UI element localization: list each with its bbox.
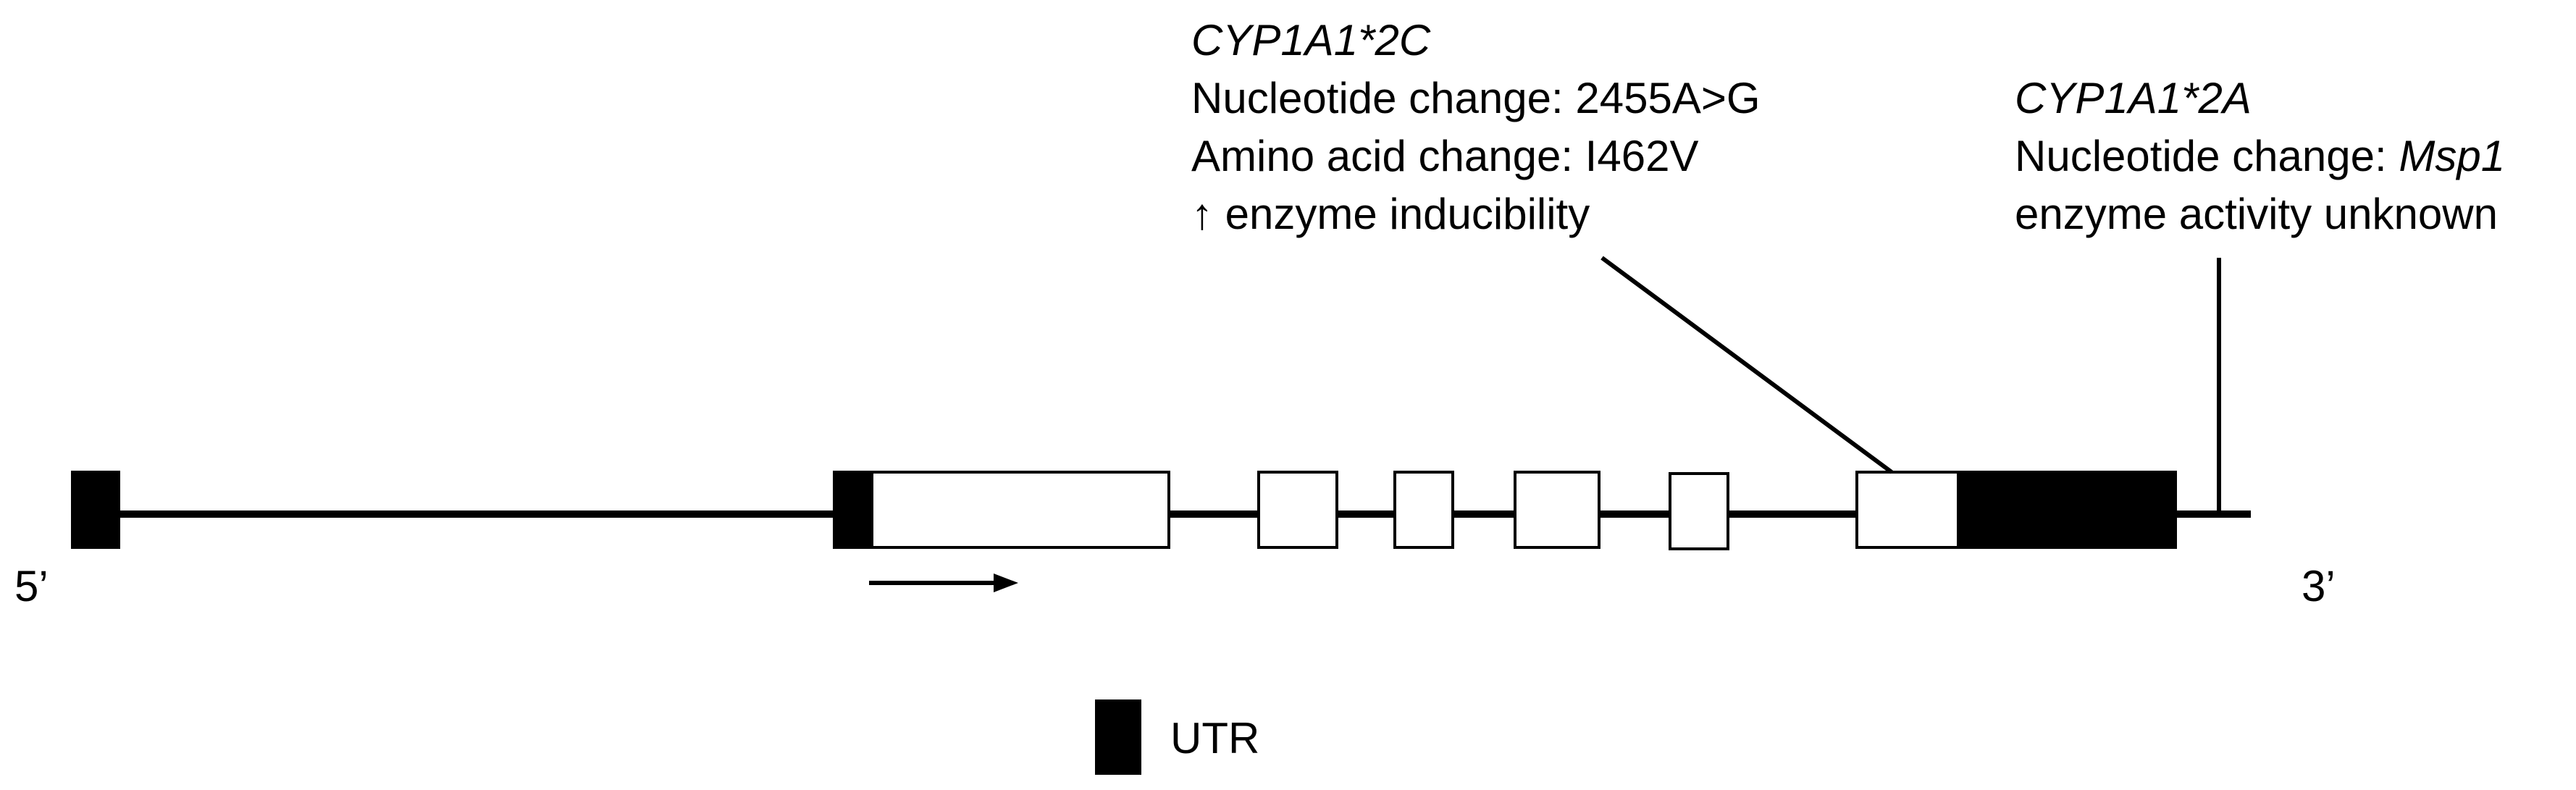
amino-acid-change-label: Amino acid change: — [1191, 132, 1585, 180]
exon-7-utr — [1957, 471, 2177, 549]
nucleotide-change-label: Nucleotide change: — [2015, 132, 2399, 180]
exon-2-utr — [833, 471, 873, 549]
exon-7-coding — [1855, 471, 1960, 549]
nucleotide-change-label: Nucleotide change: — [1191, 74, 1575, 122]
amino-acid-change-cyp1a1-2c: Amino acid change: I462V — [1191, 132, 1698, 180]
allele-name-cyp1a1-2a: CYP1A1*2A — [2015, 74, 2252, 122]
three-prime-label: 3’ — [2302, 562, 2336, 610]
legend-utr-label: UTR — [1170, 714, 1259, 762]
annotation-cyp1a1-2a: CYP1A1*2A Nucleotide change: Msp1 enzyme… — [2015, 74, 2505, 238]
nucleotide-change-cyp1a1-2a: Nucleotide change: Msp1 — [2015, 132, 2505, 180]
nucleotide-change-value: 2455A>G — [1575, 74, 1760, 122]
five-prime-label: 5’ — [14, 562, 49, 610]
exon-6 — [1669, 472, 1729, 550]
legend: UTR — [1095, 699, 1259, 775]
exon-3 — [1257, 471, 1338, 549]
exon-2-coding — [870, 471, 1170, 549]
amino-acid-change-value: I462V — [1585, 132, 1699, 180]
effect-cyp1a1-2a: enzyme activity unknown — [2015, 190, 2498, 238]
transcription-arrow-head — [994, 573, 1018, 592]
legend-utr-swatch — [1095, 699, 1141, 775]
exon-4 — [1393, 471, 1454, 549]
exon-5 — [1514, 471, 1600, 549]
effect-cyp1a1-2c: ↑ enzyme inducibility — [1191, 190, 1590, 238]
callout-line-cyp1a1-2c — [1600, 256, 1893, 474]
exon-1-utr — [71, 471, 120, 549]
annotation-cyp1a1-2c: CYP1A1*2C Nucleotide change: 2455A>G Ami… — [1191, 16, 1761, 238]
nucleotide-change-value: Msp1 — [2399, 132, 2505, 180]
nucleotide-change-cyp1a1-2c: Nucleotide change: 2455A>G — [1191, 74, 1761, 122]
allele-name-cyp1a1-2c: CYP1A1*2C — [1191, 16, 1431, 64]
